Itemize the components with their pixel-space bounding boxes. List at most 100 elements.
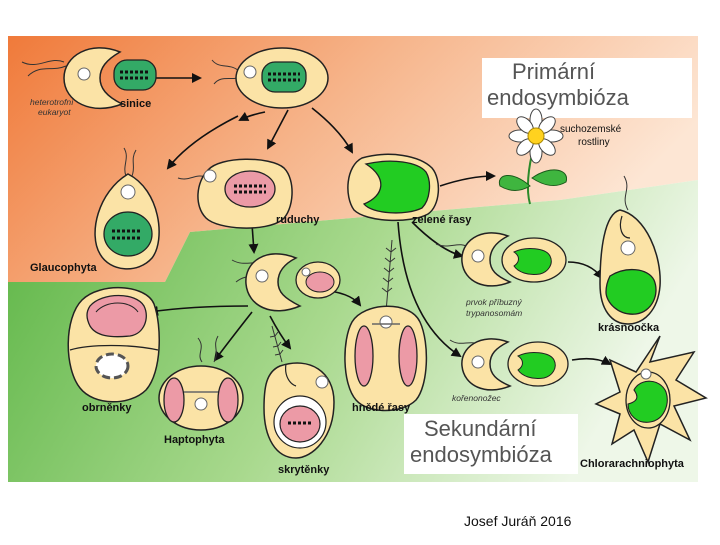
green-algae-cell: [347, 153, 440, 222]
plastid: [354, 325, 374, 387]
arrow-to-land-plants: [439, 171, 496, 187]
land-plant-flower: [498, 108, 568, 205]
arrow-green-to-rhizarian: [397, 221, 462, 358]
red-plastid: [224, 170, 276, 208]
arrow-to-primary-node: [238, 111, 266, 121]
hairy-flagellum-hairs: [381, 247, 397, 293]
nucleus: [194, 397, 208, 411]
nucleus: [77, 67, 91, 81]
arrow-to-glaucophyta: [166, 115, 239, 170]
nucleus: [120, 184, 136, 200]
nucleus: [471, 355, 485, 369]
cyanelle: [103, 211, 153, 257]
green-plastid: [362, 160, 431, 214]
arrow-to-oomycetes: [148, 305, 249, 316]
cyanobacterium-body: [261, 61, 307, 93]
label-red-algae: ruduchy: [276, 214, 320, 226]
plastid: [217, 377, 239, 423]
hairy-flagellum: [271, 325, 283, 363]
label-trypanosome-relative-line2: trypanosomám: [466, 308, 523, 318]
leaf: [498, 175, 531, 191]
secondary-title-line2: endosymbióza: [410, 442, 552, 467]
chlorarachniophyte-cell: [594, 335, 708, 465]
author-credit: Josef Juráň 2016: [464, 513, 572, 529]
heterotrophic-eukaryote-cell: [63, 47, 124, 109]
flagellum: [623, 175, 629, 211]
arrow-to-haptophyta: [213, 311, 253, 362]
nucleus: [243, 65, 257, 79]
label-euglenids: krásnoočka: [598, 322, 660, 334]
green-plastid: [605, 269, 657, 315]
cyanobacterium-body: [113, 59, 157, 91]
flagellum: [197, 337, 203, 363]
flagellum: [27, 65, 67, 77]
leaf: [531, 169, 568, 186]
gullet: [285, 363, 297, 387]
nucleus: [255, 269, 269, 283]
cyanobacterium-cell: [113, 59, 157, 91]
thylakoids: [112, 229, 142, 240]
primary-title-box: [482, 58, 692, 118]
hairy-flagella: [269, 239, 397, 363]
flower-center: [527, 127, 545, 145]
primary-title-line1: Primární: [512, 59, 596, 84]
label-land-plants-line2: rostliny: [578, 137, 610, 148]
label-cyanobacteria: sinice: [120, 98, 152, 110]
red-plastid: [305, 271, 335, 293]
rhizarian-cell: [461, 338, 569, 391]
primary-title-line2: endosymbióza: [487, 85, 629, 110]
nucleus-ring: [94, 352, 130, 380]
arrow-to-chlorarachniophyta: [571, 355, 612, 365]
secondary-red-host-cell: [245, 253, 341, 312]
label-heterotrophic-eukaryote-line2: eukaryot: [38, 107, 71, 117]
label-chlorarachniophyta: Chlorarachniophyta: [580, 458, 684, 470]
hairy-flagellum-hairs: [269, 331, 284, 356]
cryptophyte-cell: [263, 362, 335, 459]
label-haptophyta: Haptophyta: [164, 434, 225, 446]
plastid-membrane: [95, 302, 139, 313]
flagellum: [131, 149, 137, 177]
plastid: [398, 325, 418, 387]
oomycetes-cell: [67, 287, 160, 403]
green-plastid: [513, 248, 552, 275]
label-land-plants-line1: suchozemské: [560, 124, 622, 135]
primary-host-cell: [235, 47, 329, 109]
nucleus: [315, 375, 329, 389]
flagellum: [21, 60, 65, 66]
thylakoids: [120, 70, 150, 80]
label-glaucophyta: Glaucophyta: [30, 262, 97, 274]
nucleus: [301, 267, 311, 277]
cell-body: [245, 253, 302, 312]
red-algae-cell: [197, 158, 293, 229]
cell-body: [63, 47, 124, 109]
nucleus: [471, 249, 485, 263]
label-brown-algae: hnědé řasy: [352, 402, 411, 414]
nucleus: [203, 169, 217, 183]
secondary-title-line1: Sekundární: [424, 416, 537, 441]
euglenid-cell: [599, 209, 661, 325]
cell-body: [461, 338, 512, 391]
trypanosome-relative-cell: [461, 232, 567, 287]
label-rhizarian: kořenonožec: [452, 393, 501, 403]
arrow-to-cryptophytes: [269, 315, 292, 350]
nucleus: [620, 240, 636, 256]
label-green-algae: zelené řasy: [412, 214, 472, 226]
arrow-to-red-algae: [267, 109, 289, 150]
nucleus: [640, 368, 652, 380]
label-cryptophytes: skrytěnky: [278, 464, 330, 476]
arrow-to-green-algae: [311, 107, 353, 154]
red-plastid: [86, 294, 147, 338]
green-plastid: [517, 352, 556, 379]
label-oomycetes: obrněnky: [82, 402, 132, 414]
reservoir: [619, 215, 631, 239]
green-plastid: [627, 380, 668, 423]
nucleus: [379, 315, 393, 329]
cingulum: [69, 344, 159, 351]
plastid: [163, 377, 185, 423]
secondary-title-box: [404, 414, 578, 474]
thylakoids: [268, 72, 300, 82]
thylakoids: [234, 184, 266, 194]
brown-algae-cell: [344, 305, 428, 412]
